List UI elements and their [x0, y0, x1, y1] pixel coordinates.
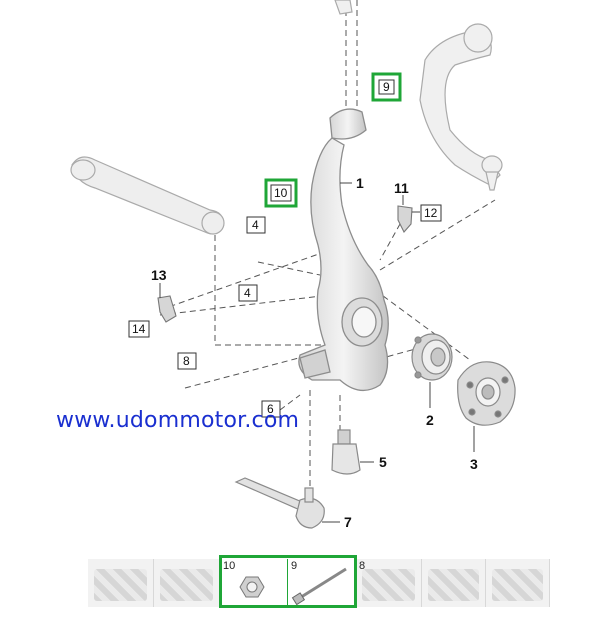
callout-10: 10: [264, 178, 298, 208]
highlight-frame: [219, 555, 357, 608]
callout-label: 9: [383, 80, 390, 94]
callout-6: 6: [261, 400, 281, 418]
upper-control-arm-right: [334, 0, 503, 191]
thumbnail-label: 8: [359, 560, 366, 572]
thumbnail-6[interactable]: [486, 559, 550, 607]
thumbnail-bolt[interactable]: 9: [288, 559, 356, 607]
callout-label: 1: [356, 175, 364, 191]
wheel-carrier: [298, 108, 389, 392]
callout-label: 12: [424, 206, 438, 220]
thumbnail-4[interactable]: 8: [356, 559, 422, 607]
leader-lines: [159, 0, 496, 500]
callout-11: 11: [394, 180, 409, 196]
callout-leaders: [159, 182, 475, 523]
callout-12: 12: [420, 204, 442, 222]
callout-label: 7: [344, 514, 352, 530]
bracket-part: [157, 295, 177, 323]
callout-label: 5: [379, 454, 387, 470]
callout-label: 11: [394, 180, 409, 196]
callout-4b: 4: [238, 284, 258, 302]
callout-1: 1: [356, 175, 364, 191]
thumbnail-nut[interactable]: 10: [220, 559, 288, 607]
callout-label: 4: [244, 286, 251, 300]
thumbnail-5[interactable]: [422, 559, 486, 607]
callout-label: 13: [151, 267, 167, 283]
thumbnail-image: [428, 569, 479, 601]
callout-2: 2: [426, 412, 434, 428]
wheel-bearing: [411, 333, 453, 381]
callout-5: 5: [379, 454, 387, 470]
callout-7: 7: [344, 514, 352, 530]
callout-label: 4: [252, 218, 259, 232]
tie-rod-end: [234, 477, 325, 529]
highlight-divider: [287, 559, 288, 607]
thumbnail-label: 10: [223, 560, 236, 572]
callout-label: 14: [132, 322, 146, 336]
lower-link-left: [70, 156, 225, 235]
thumbnail-image: [362, 569, 415, 601]
watermark-text: www.udommotor.com: [56, 408, 300, 433]
thumbnail-1[interactable]: [154, 559, 220, 607]
sensor-part: [397, 205, 413, 233]
callout-8: 8: [177, 352, 197, 370]
callout-label: 2: [426, 412, 434, 428]
callout-3: 3: [470, 456, 478, 472]
callout-14: 14: [128, 320, 150, 338]
ball-joint: [331, 429, 361, 475]
wheel-hub: [457, 361, 516, 426]
bolt-icon: [291, 567, 347, 606]
callout-label: 8: [183, 354, 190, 368]
thumbnail-label: 9: [291, 560, 298, 572]
callout-label: 10: [274, 186, 288, 200]
callout-label: 6: [267, 402, 274, 416]
thumbnail-image: [94, 569, 147, 601]
thumbnail-image: [492, 569, 543, 601]
callout-9: 9: [371, 72, 402, 102]
thumbnail-0[interactable]: [88, 559, 154, 607]
callout-13: 13: [151, 267, 167, 283]
nut-icon: [239, 576, 265, 598]
callout-4a: 4: [246, 216, 266, 234]
callout-label: 3: [470, 456, 478, 472]
parts-thumbnail-strip: 10 9 8: [88, 555, 550, 608]
thumbnail-image: [160, 569, 213, 601]
